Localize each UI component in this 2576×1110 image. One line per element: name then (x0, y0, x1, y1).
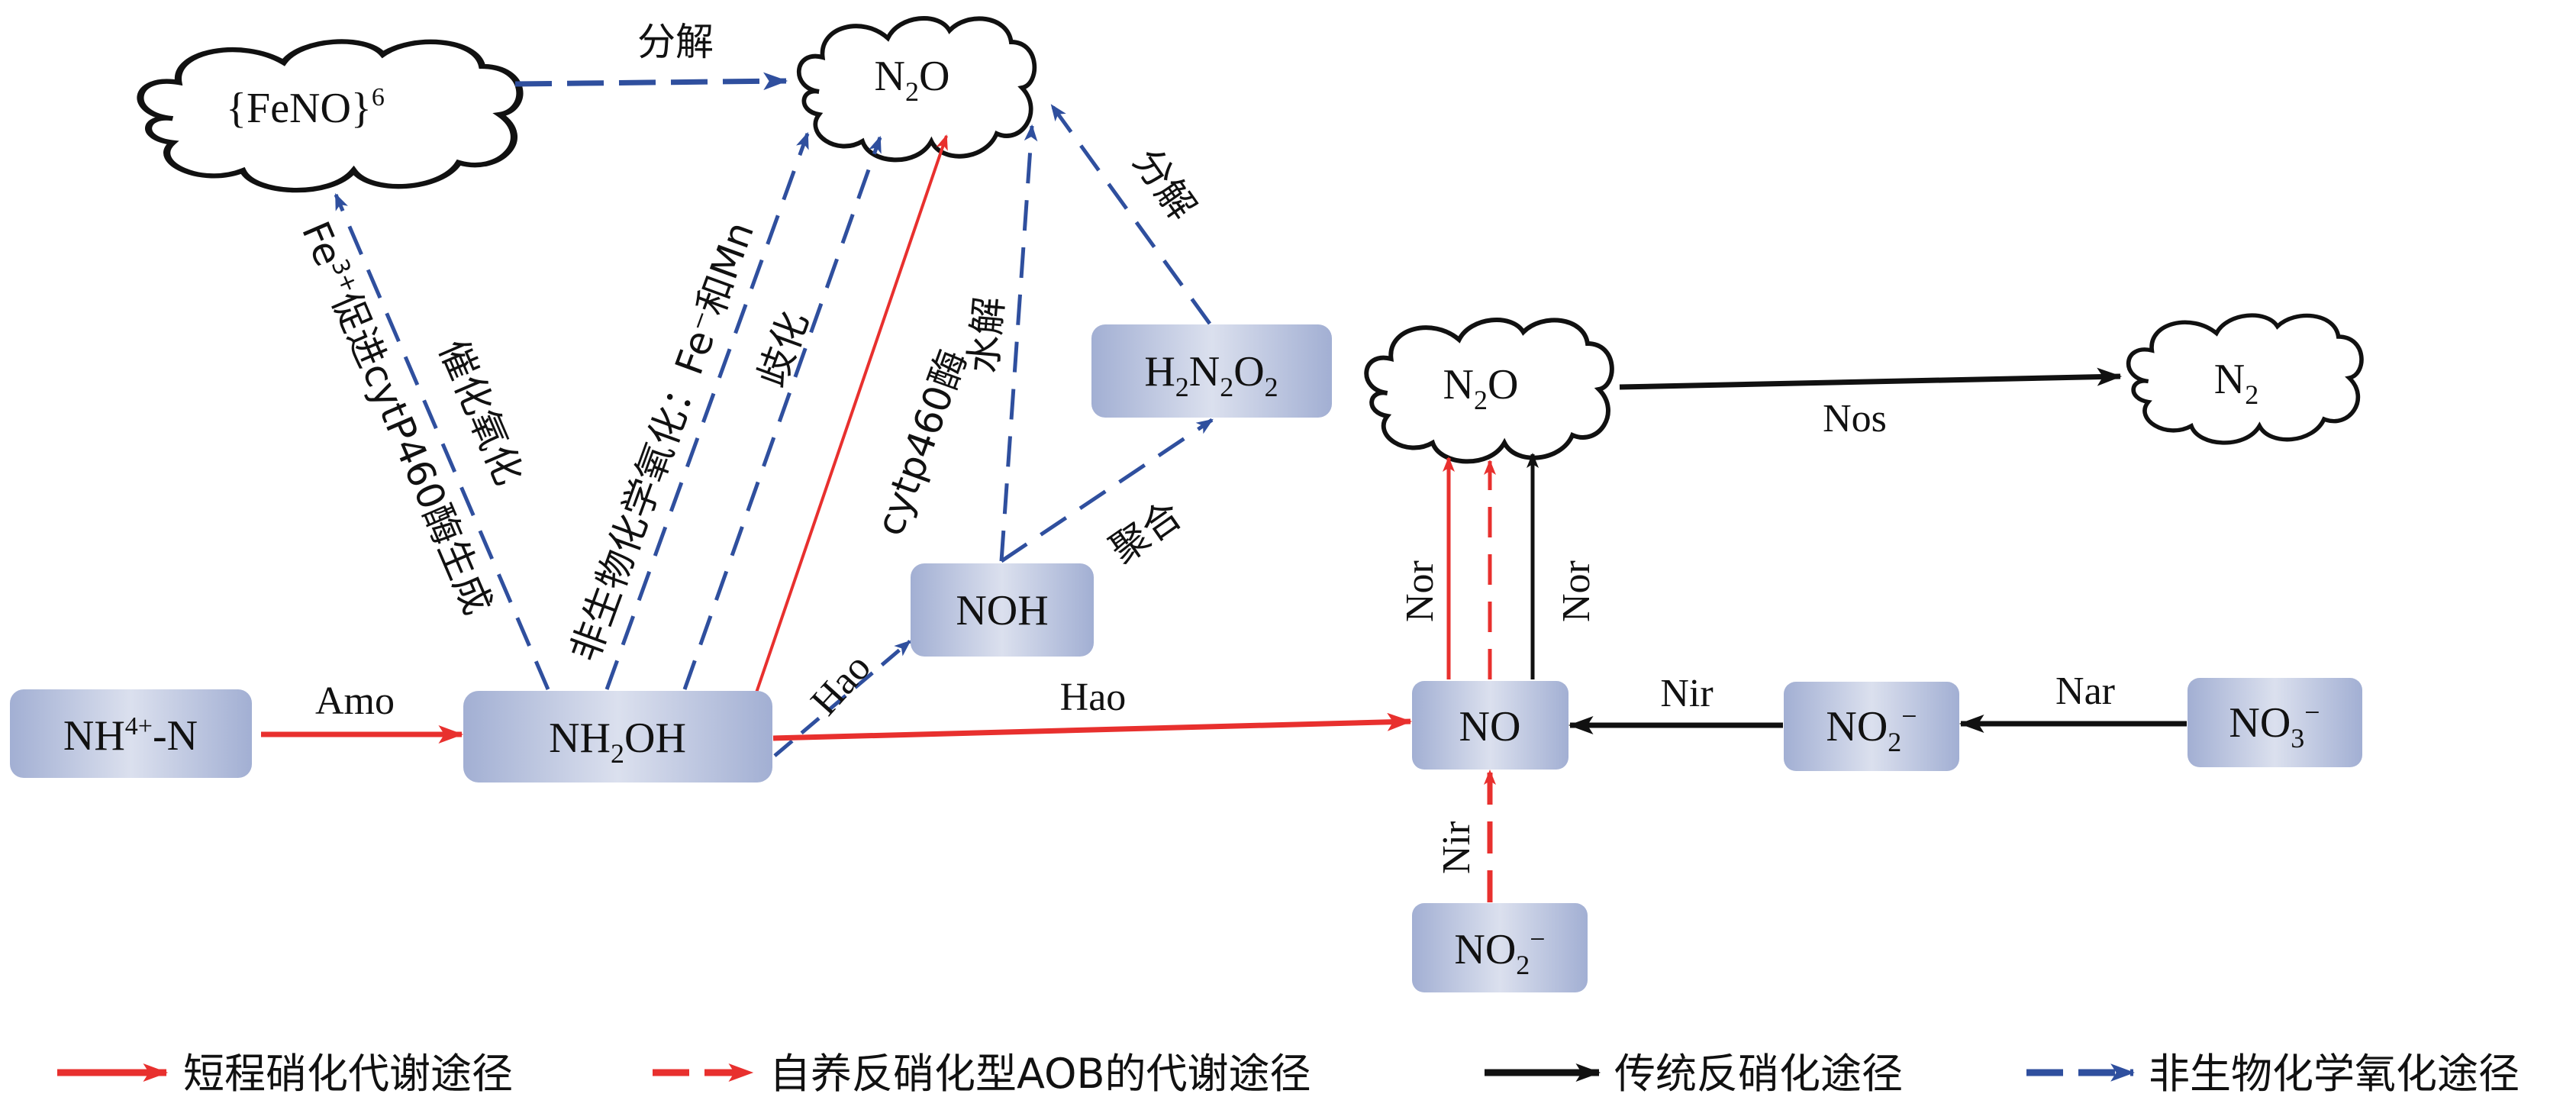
svg-text:NOH: NOH (956, 587, 1048, 634)
svg-text:NH4+-N: NH4+-N (63, 712, 198, 760)
svg-text:NO3−: NO3− (2229, 697, 2320, 753)
node-nh4: NH4+-N (10, 689, 252, 778)
svg-text:H2N2O2: H2N2O2 (1144, 348, 1278, 402)
svg-text:催化氧化: 催化氧化 (430, 334, 531, 492)
legend-item-abiotic-oxidation: 非生物化学氧化途径 (2026, 1050, 2520, 1098)
node-no2-right: NO2− (1784, 682, 1959, 771)
svg-text:Nor: Nor (1555, 560, 1598, 622)
svg-text:Hao: Hao (803, 646, 879, 724)
edge-nh2oh-to-feno (334, 192, 550, 690)
edge-n2o-to-n2 (1619, 367, 2123, 390)
svg-text:NO2−: NO2− (1826, 701, 1917, 757)
node-no3: NO3− (2188, 678, 2362, 767)
cloud-feno: {FeNO}6 (140, 41, 520, 190)
label-hydrolysis: 水解 (961, 295, 1011, 375)
label-abiotic-oxidation: 非生物化学氧化：Fe⁻和Mn (563, 216, 762, 667)
svg-text:NO2−: NO2− (1454, 924, 1545, 980)
label-nir-horizontal: Nir (1660, 672, 1713, 715)
svg-text:NO: NO (1459, 703, 1521, 750)
svg-text:聚合: 聚合 (1102, 492, 1190, 573)
label-nos: Nos (1823, 397, 1887, 440)
label-catalytic-oxidation: 催化氧化 (430, 334, 531, 492)
node-nh2oh: NH2OH (463, 691, 772, 782)
svg-text:N2O: N2O (875, 53, 950, 107)
edge-noh-to-h2n2o2 (1000, 418, 1214, 563)
edge-nh2oh-to-n2o-cytp460 (754, 134, 948, 695)
label-feno-decomp: 分解 (637, 20, 714, 64)
svg-text:短程硝化代谢途径: 短程硝化代谢途径 (183, 1050, 513, 1098)
label-polymerization: 聚合 (1102, 492, 1190, 573)
label-nor-left: Nor (1398, 560, 1442, 622)
edge-nh2oh-to-n2o-disproportionation (682, 135, 882, 690)
label-cytp460: cytp460酶 (868, 344, 975, 541)
svg-text:NH2OH: NH2OH (549, 715, 686, 769)
svg-text:N2: N2 (2214, 356, 2258, 410)
svg-text:自养反硝化型AOB的代谢途径: 自养反硝化型AOB的代谢途径 (769, 1050, 1311, 1098)
node-noh: NOH (911, 563, 1094, 657)
legend-item-autotrophic-aob: 自养反硝化型AOB的代谢途径 (653, 1050, 1311, 1098)
label-nor-right: Nor (1555, 560, 1598, 622)
svg-text:cytp460酶: cytp460酶 (868, 344, 975, 541)
node-no: NO (1412, 681, 1568, 770)
edge-noh-to-n2o (999, 124, 1038, 562)
cloud-n2o-right: N2O (1366, 320, 1612, 461)
edge-feno-to-n2o (514, 72, 788, 91)
label-nar: Nar (2055, 670, 2115, 713)
svg-text:非生物化学氧化：Fe⁻和Mn: 非生物化学氧化：Fe⁻和Mn (563, 216, 762, 667)
label-h2n2o2-decomp: 分解 (1124, 140, 1204, 228)
svg-text:N2O: N2O (1443, 361, 1519, 415)
label-hao-main: Hao (1060, 676, 1127, 719)
legend-item-short-cut-nitrification: 短程硝化代谢途径 (57, 1050, 513, 1098)
cloud-n2o-top: N2O (799, 18, 1035, 160)
edge-nh2oh-to-n2o-abiotic (605, 131, 810, 690)
svg-text:传统反硝化途径: 传统反硝化途径 (1614, 1050, 1903, 1098)
label-hao-noh: Hao (803, 646, 879, 724)
svg-text:分解: 分解 (1124, 140, 1204, 228)
label-amo: Amo (315, 679, 395, 723)
legend-item-traditional-denitrification: 传统反硝化途径 (1485, 1050, 1903, 1098)
label-nir-vertical: Nir (1435, 821, 1478, 874)
legend: 短程硝化代谢途径 自养反硝化型AOB的代谢途径 传统反硝化途径 非生物化学氧化途… (57, 1050, 2520, 1098)
svg-text:非生物化学氧化途径: 非生物化学氧化途径 (2149, 1050, 2520, 1098)
svg-text:Nir: Nir (1435, 821, 1478, 874)
node-h2n2o2: H2N2O2 (1091, 324, 1332, 418)
svg-text:Nor: Nor (1398, 560, 1442, 622)
svg-text:{FeNO}6: {FeNO}6 (226, 83, 385, 132)
node-no2-bottom: NO2− (1412, 903, 1588, 992)
edge-nh2oh-to-no (772, 712, 1413, 741)
edge-nh2oh-to-noh (773, 640, 911, 757)
cloud-n2: N2 (2129, 315, 2362, 443)
svg-text:水解: 水解 (961, 295, 1011, 375)
